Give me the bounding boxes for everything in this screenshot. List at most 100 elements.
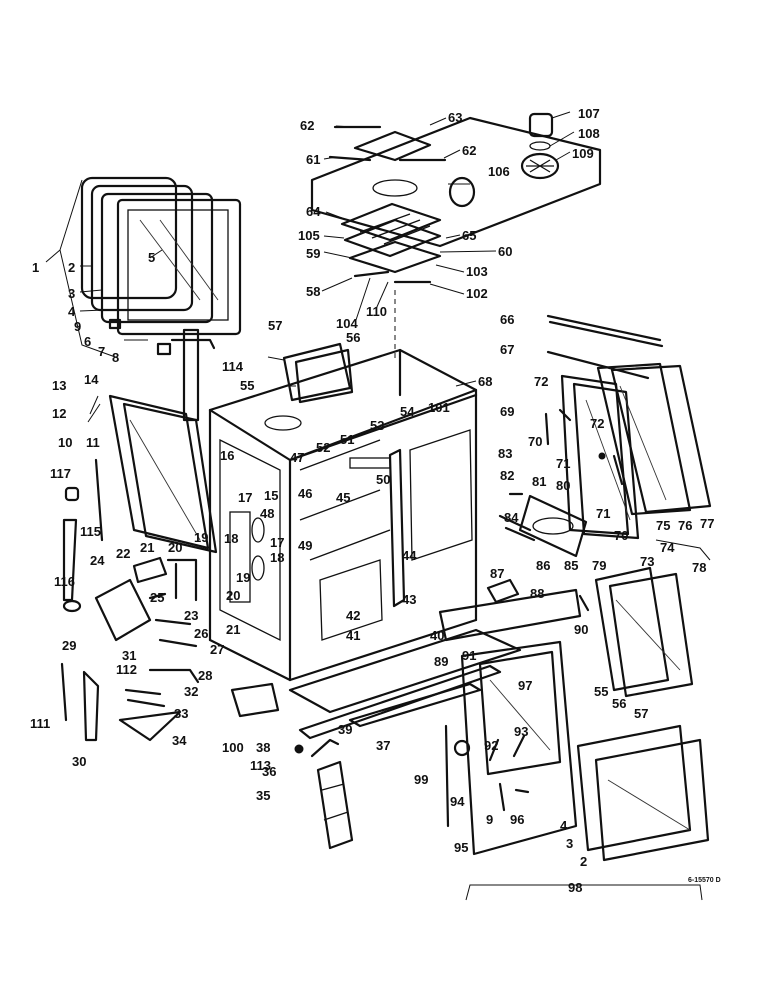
group-brace-78 [655,539,711,561]
callout-27: 27 [210,642,224,657]
callout-69: 69 [500,404,514,419]
callout-32: 32 [184,684,198,699]
callout-25: 25 [150,590,164,605]
callout-29: 29 [62,638,76,653]
reference-code: 6-15570 D [688,877,721,884]
floor-step-parts [288,578,522,850]
callout-48: 48 [260,506,274,521]
callout-43: 43 [402,592,416,607]
callout-97: 97 [518,678,532,693]
callout-72: 72 [534,374,548,389]
callout-53: 53 [370,418,384,433]
callout-19b: 19 [236,570,250,585]
left-rear-window-assembly [45,176,242,359]
callout-20b: 20 [226,588,240,603]
callout-36: 36 [262,764,276,779]
left-side-parts [60,328,280,742]
callout-40: 40 [430,628,444,643]
callout-83: 83 [498,446,512,461]
callout-50: 50 [376,472,390,487]
callout-95: 95 [454,840,468,855]
callout-107: 107 [578,106,600,121]
group-brace-98 [465,884,703,901]
callout-60: 60 [498,244,512,259]
callout-37: 37 [376,738,390,753]
callout-78: 78 [692,560,706,575]
callout-57b: 57 [634,706,648,721]
callout-21b: 21 [226,622,240,637]
callout-65: 65 [462,228,476,243]
callout-62: 62 [300,118,314,133]
callout-22: 22 [116,546,130,561]
callout-113: 113 [250,758,271,773]
callout-31: 31 [122,648,136,663]
callout-26: 26 [194,626,208,641]
callout-87: 87 [490,566,504,581]
callout-45: 45 [336,490,350,505]
callout-80: 80 [556,478,570,493]
right-lower-window [594,566,694,698]
callout-72b: 72 [590,416,604,431]
callout-3b: 3 [566,836,573,851]
callout-116: 116 [54,574,75,589]
callout-89: 89 [434,654,448,669]
callout-62b: 62 [462,143,476,158]
callout-91: 91 [462,648,476,663]
callout-61: 61 [306,152,320,167]
callout-8: 8 [112,350,119,365]
callout-15: 15 [264,488,278,503]
callout-81: 81 [532,474,546,489]
callout-17b: 17 [270,535,284,550]
callout-88: 88 [530,586,544,601]
callout-77: 77 [700,516,714,531]
callout-115: 115 [80,524,101,539]
right-rear-window [576,724,710,862]
callout-54: 54 [400,404,415,419]
callout-16: 16 [220,448,234,463]
callout-64: 64 [306,204,321,219]
callout-73: 73 [640,554,654,569]
callout-46: 46 [298,486,312,501]
callout-17: 17 [238,490,252,505]
callout-84: 84 [504,510,519,525]
callout-76: 76 [678,518,692,533]
callout-70b: 70 [614,528,628,543]
callout-9b: 9 [486,812,493,827]
callout-3: 3 [68,286,75,301]
callout-111: 111 [30,716,50,731]
callout-100: 100 [222,740,244,755]
callout-63: 63 [448,110,462,125]
callout-24: 24 [90,553,105,568]
callout-74: 74 [660,540,675,555]
callout-98: 98 [568,880,582,895]
callout-96: 96 [510,812,524,827]
upper-vent-brackets [282,342,354,404]
callout-86: 86 [536,558,550,573]
callout-106: 106 [488,164,510,179]
callout-57: 57 [268,318,282,333]
callout-117: 117 [50,466,71,481]
callout-2b: 2 [580,854,587,869]
callout-85: 85 [564,558,578,573]
callout-52: 52 [316,440,330,455]
callout-11: 11 [86,435,100,450]
callout-55b: 55 [594,684,608,699]
callout-99: 99 [414,772,428,787]
right-side-window [544,314,712,540]
roof-heater-components [310,112,602,360]
callout-9: 9 [74,319,81,334]
callout-42: 42 [346,608,360,623]
callout-101: 101 [428,400,450,415]
callout-92: 92 [484,738,498,753]
callout-13: 13 [52,378,66,393]
callout-93: 93 [514,724,528,739]
callout-71b: 71 [596,506,610,521]
callout-112: 112 [116,662,137,677]
callout-49: 49 [298,538,312,553]
callout-6: 6 [84,334,91,349]
callout-4b: 4 [560,818,568,833]
callout-79: 79 [592,558,606,573]
callout-56: 56 [346,330,360,345]
callout-66: 66 [500,312,514,327]
callout-58: 58 [306,284,320,299]
